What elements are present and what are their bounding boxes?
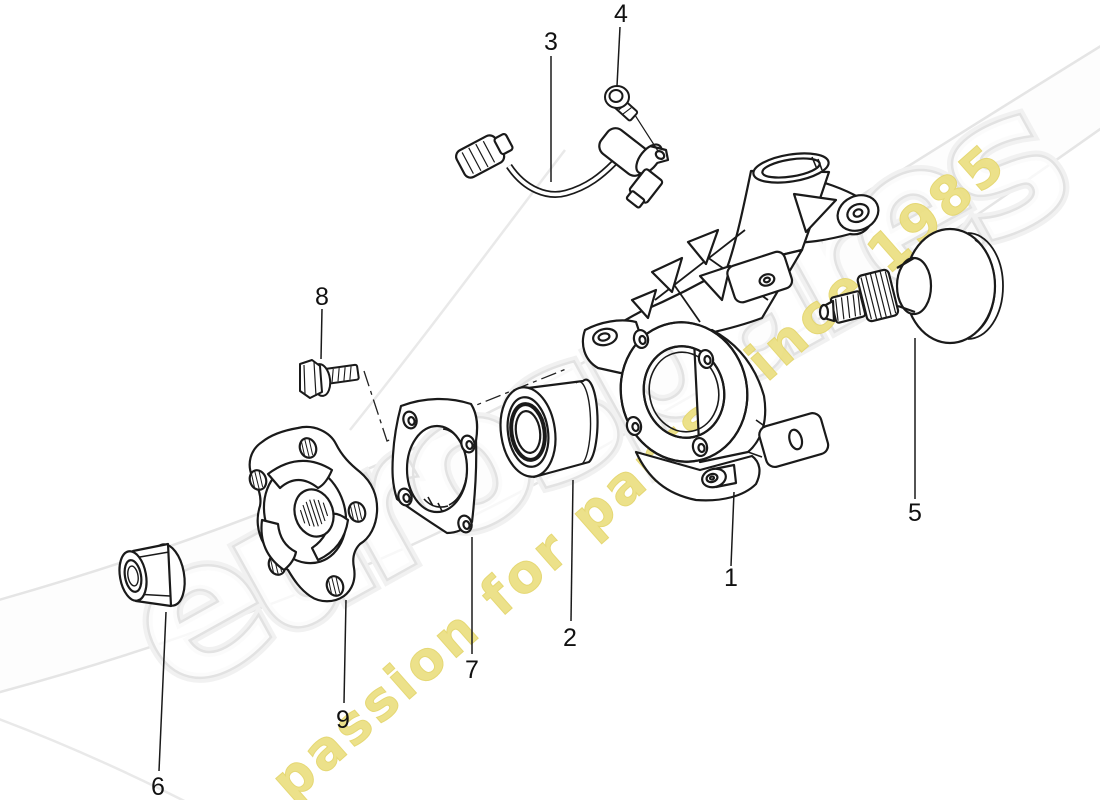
part-3-abs-sensor [455, 127, 670, 209]
leader-line-4 [616, 26, 621, 87]
plate-bolt-holes [397, 410, 476, 534]
part-1-wheel-carrier [581, 152, 880, 502]
leader-line-2 [570, 479, 574, 622]
callout-label-2: 2 [563, 624, 577, 652]
bolt-4-pointer-line [632, 111, 659, 152]
callout-label-4: 4 [614, 0, 628, 28]
leader-line-6 [158, 611, 167, 772]
callout-label-6: 6 [151, 773, 165, 800]
callout-label-1: 1 [724, 564, 738, 592]
assembly-axis-line [363, 368, 567, 442]
callout-label-7: 7 [465, 656, 479, 684]
callout-label-3: 3 [544, 28, 558, 56]
part-6-flange-nut [118, 542, 186, 608]
callout-label-8: 8 [315, 283, 329, 311]
part-4-sensor-bolt [604, 85, 659, 152]
part-9-wheel-hub [248, 425, 379, 603]
flange-bolt-holes [625, 328, 715, 458]
part-5-ball-joint [818, 227, 1004, 345]
leader-line-8 [320, 308, 323, 360]
callout-label-5: 5 [908, 499, 922, 527]
callout-label-9: 9 [336, 706, 350, 734]
leader-lines [158, 26, 916, 772]
part-8-flange-bolt [299, 359, 360, 399]
callout-labels: 1 2 3 4 5 6 7 8 9 [151, 0, 922, 800]
part-2-wheel-bearing [499, 378, 599, 479]
leader-line-9 [343, 599, 347, 704]
leader-line-1 [730, 491, 735, 567]
part-7-retainer-plate [391, 397, 479, 535]
